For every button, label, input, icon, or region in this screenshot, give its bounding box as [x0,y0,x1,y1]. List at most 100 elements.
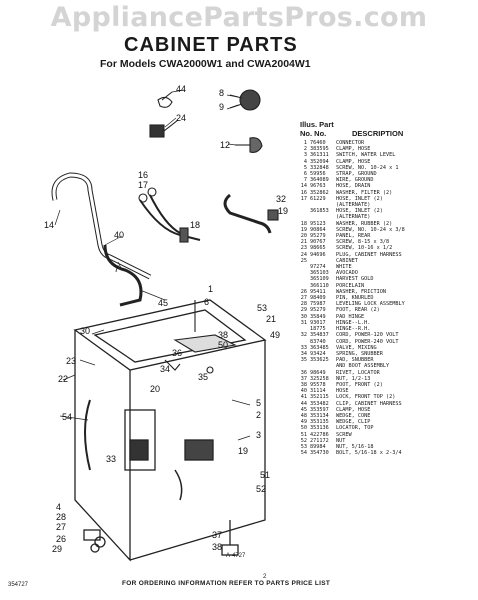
parts-description: CLIP, CABINET HARNESS [336,400,402,407]
callout-label: 19 [278,206,288,216]
parts-illus-number: 16 [300,189,307,196]
table-header-no: No. No. [300,129,327,138]
parts-illus-number: 1 [303,140,307,146]
parts-description: WASHER, FILTER (2) [336,189,393,196]
parts-part-number: 325258 [310,375,329,382]
parts-part-number: 97274 [310,264,326,271]
parts-part-number: 366110 [310,282,329,289]
table-header-illus: Illus. Part [300,120,334,129]
parts-list-row: 365109 HARVEST GOLD [293,276,473,282]
parts-description: CLAMP, HOSE [336,146,371,153]
parts-part-number: 95411 [310,288,326,295]
parts-description: AVOCADO [336,270,358,277]
callout-label: 40 [114,230,124,240]
water-level-switch [235,137,263,153]
parts-description: LOCATOR, TOP [336,425,374,432]
parts-illus-number: 14 [300,183,307,190]
callout-label: 12 [220,140,230,150]
callout-label: 6 [204,297,209,307]
parts-part-number: 365109 [310,276,329,283]
callout-label: 38 [218,330,228,340]
parts-part-number: 353135 [310,419,329,426]
callout-label: 18 [190,220,200,230]
parts-part-number: 98665 [310,245,326,252]
parts-description: WHITE [336,264,352,271]
parts-description: NUT, 5/16-18 [336,443,374,450]
parts-description: BOLT, 5/16-18 x 2-3/4 [336,450,402,457]
parts-part-number: 354837 [310,332,329,339]
parts-description: PANEL, REAR [336,233,371,240]
parts-description: WASHER, RUBBER (2) [336,220,393,227]
callout-label: 22 [58,374,68,384]
callout-label: 30 [80,326,90,336]
parts-description: SCREW [336,431,352,438]
callout-label: 34 [160,364,170,374]
inlet-hoses [138,187,201,243]
parts-illus-number: 32 [300,332,307,339]
callout-label: 27 [56,522,66,532]
parts-illus-number: 23 [300,245,307,252]
callout-label: 2 [256,410,261,420]
callout-label: 5 [256,398,261,408]
parts-part-number: 95578 [310,381,326,388]
parts-description: HOSE, INLET (2) [336,195,383,202]
table-header-description: DESCRIPTION [352,129,404,138]
parts-illus-number: 17 [300,195,307,202]
callout-label: 24 [176,113,186,123]
callout-label: 21 [266,314,276,324]
parts-description: (ALTERNATE) [336,202,371,209]
callout-label: 3 [256,430,261,440]
parts-illus-number: 54 [300,450,307,457]
parts-illus-number: 33 [300,344,307,351]
parts-illus-number: 5 [303,164,307,171]
parts-illus-number: 3 [303,152,307,159]
callout-label: 52 [256,484,266,494]
hose-clamp [229,89,261,111]
parts-part-number: 422786 [310,431,329,438]
parts-illus-number: 21 [300,239,307,246]
parts-part-number: 352094 [310,158,329,165]
parts-part-number: 75987 [310,301,326,308]
callout-label: 16 [138,170,148,180]
parts-description: (ALTERNATE) [336,214,371,221]
parts-part-number: 59956 [310,171,326,178]
parts-part-number: 61229 [310,195,326,202]
parts-description: AND BOOT ASSEMBLY [336,363,390,370]
parts-part-number: 361853 [310,208,329,215]
parts-part-number: 31114 [310,388,326,395]
parts-part-number: 352115 [310,394,329,401]
parts-illus-number: 28 [300,301,307,308]
parts-part-number: 383595 [310,146,329,153]
parts-illus-number: 30 [300,313,307,320]
parts-illus-number: 6 [303,171,307,178]
parts-part-number: 353597 [310,406,329,413]
ordering-footer: FOR ORDERING INFORMATION REFER TO PARTS … [122,580,331,587]
callout-label: 29 [52,544,62,554]
parts-description: CLAMP, HOSE [336,158,371,165]
parts-description: HARVEST GOLD [336,276,374,283]
callout-label: 1 [208,284,213,294]
parts-description: SCREW, NO. 10-24 x 3/8 [336,226,405,233]
parts-list-row: (ALTERNATE) [293,202,473,208]
callout-label: 51 [260,470,270,480]
callout-label: 36 [172,348,182,358]
